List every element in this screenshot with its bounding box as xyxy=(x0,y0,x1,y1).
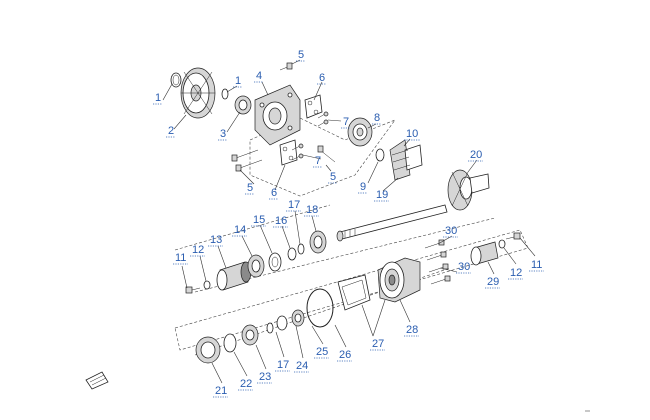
o-ring-26 xyxy=(306,288,334,328)
flange-bolts-30 xyxy=(424,239,451,285)
coupling-13 xyxy=(216,261,252,291)
bolts-5-lower xyxy=(231,145,336,172)
ring-15 xyxy=(268,252,282,272)
callout-11-left: 11 xyxy=(175,252,186,264)
circlip-17-upper xyxy=(297,243,305,255)
ring-22 xyxy=(223,333,237,353)
screws-7-lower xyxy=(291,143,304,161)
callout-25: 25 xyxy=(316,346,328,358)
assembly-outline-upper xyxy=(249,117,396,197)
callout-17-upper: 17 xyxy=(288,199,300,211)
washer-12-right xyxy=(498,239,506,249)
bevel-pinion-10 xyxy=(389,139,423,181)
callout-18: 18 xyxy=(306,204,318,216)
callout-12-left: 12 xyxy=(192,244,204,256)
callout-10: 10 xyxy=(406,128,418,140)
sleeve-29 xyxy=(470,241,499,266)
callout-3: 3 xyxy=(220,128,226,140)
callout-19: 19 xyxy=(376,189,388,201)
callout-1b: 1 xyxy=(235,75,241,87)
callout-11-right: 11 xyxy=(531,259,542,271)
bearing-23 xyxy=(241,324,259,346)
callout-27: 27 xyxy=(372,338,384,350)
ring-gear-20 xyxy=(447,169,490,211)
link-plate-6-lower xyxy=(279,139,298,166)
callout-26: 26 xyxy=(339,349,351,361)
callout-22: 22 xyxy=(240,378,252,390)
callout-16: 16 xyxy=(275,215,287,227)
callout-30-lower: 30 xyxy=(458,261,470,273)
callout-12-right: 12 xyxy=(510,267,522,279)
callout-24: 24 xyxy=(296,360,308,372)
gasket-27 xyxy=(337,274,371,311)
callout-6-lower: 6 xyxy=(271,187,277,199)
ring-16 xyxy=(287,247,297,261)
bearing-3 xyxy=(234,95,252,115)
callout-23: 23 xyxy=(259,371,271,383)
callout-9: 9 xyxy=(360,181,366,193)
callout-4: 4 xyxy=(256,70,262,82)
callout-7-upper: 7 xyxy=(343,116,349,128)
bearing-21 xyxy=(195,336,221,364)
callout-5-right: 5 xyxy=(330,171,336,183)
washer-12-left xyxy=(203,280,211,290)
assembly-outline-lower xyxy=(174,204,529,351)
direction-arrow-icon xyxy=(85,371,109,390)
callout-20: 20 xyxy=(470,149,482,161)
callout-5-left: 5 xyxy=(247,182,253,194)
callout-14: 14 xyxy=(234,224,246,236)
bearing-18 xyxy=(309,230,327,254)
callout-29: 29 xyxy=(487,276,499,288)
housing-4 xyxy=(254,84,301,146)
callout-5-top: 5 xyxy=(298,49,304,61)
callout-15: 15 xyxy=(253,214,265,226)
large-gear-2 xyxy=(180,67,216,119)
o-ring-1 xyxy=(170,72,182,88)
callout-7-lower: 7 xyxy=(315,155,321,167)
washer-9 xyxy=(375,148,385,162)
shaft-19 xyxy=(336,204,448,242)
bolt-11-left xyxy=(185,286,201,294)
circlip-17-lower xyxy=(266,322,274,334)
bearing-25 xyxy=(291,309,305,327)
callout-labels: 1 1 2 3 4 5 5 5 6 6 7 7 8 9 10 11 11 12 xyxy=(153,49,544,398)
washer-24 xyxy=(276,315,288,331)
seal-14 xyxy=(247,254,265,278)
callout-17-lower: 17 xyxy=(277,359,289,371)
o-ring-1-right xyxy=(221,88,229,100)
callout-6-upper: 6 xyxy=(319,72,325,84)
bearing-8 xyxy=(347,117,373,147)
callout-21: 21 xyxy=(215,385,227,397)
link-plate-6-upper xyxy=(304,94,323,119)
final-housing-28 xyxy=(377,257,421,303)
callout-2: 2 xyxy=(168,125,174,137)
callout-30-upper: 30 xyxy=(445,225,457,237)
bolt-11-right xyxy=(505,232,521,240)
bolt-5-top xyxy=(279,62,293,71)
callout-28: 28 xyxy=(406,324,418,336)
leader-lines xyxy=(162,59,536,384)
callout-13: 13 xyxy=(210,234,222,246)
callout-1a: 1 xyxy=(155,92,161,104)
callout-8: 8 xyxy=(374,112,380,124)
screws-7-upper xyxy=(317,111,329,127)
